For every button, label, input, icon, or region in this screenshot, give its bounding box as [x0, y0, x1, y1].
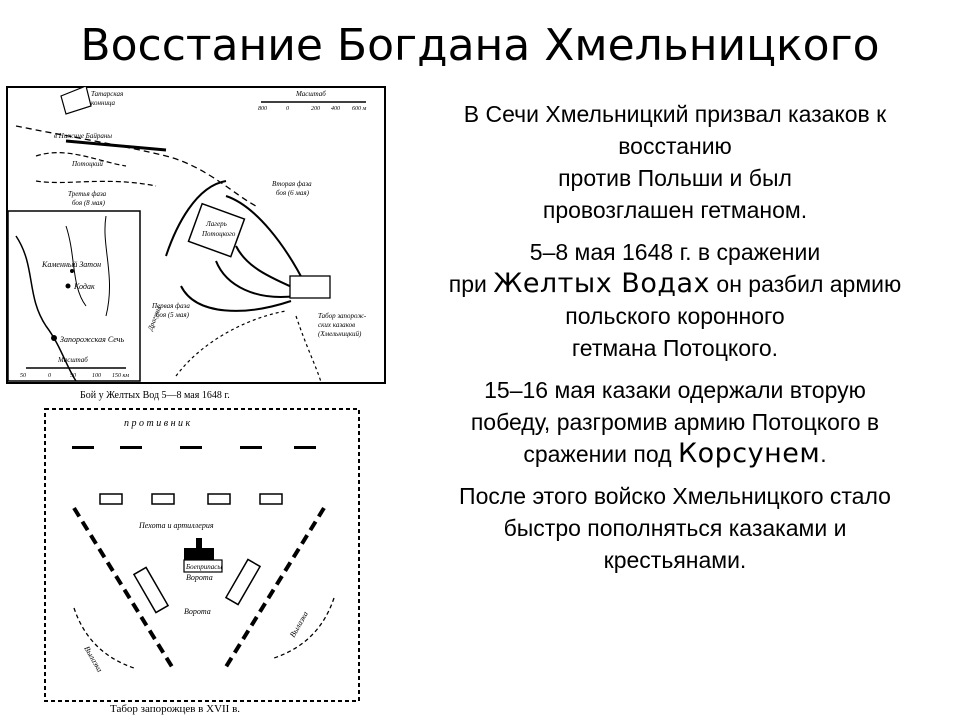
label-byrany: в Нижние Байраны: [54, 132, 112, 140]
battle-map-zhovti-vody: Каменный Затон Кодак Запорожская Сечь Ма…: [6, 86, 386, 384]
slide-title: Восстание Богдана Хмельницкого: [80, 20, 880, 71]
label-tabor2: ских казаков: [318, 321, 355, 329]
label-gate2: Ворота: [184, 607, 211, 616]
text-line: 15–16 мая казаки одержали вторую: [484, 377, 866, 403]
label-phase2: Вторая фаза: [272, 180, 312, 188]
label-phase1b: боя (5 мая): [156, 311, 190, 319]
label-pototsky: Потоцкий: [71, 160, 103, 168]
scale2-tick: 150 км: [112, 373, 129, 379]
label-kodak: Кодак: [73, 282, 95, 291]
slide-body: В Сечи Хмельницкий призвал казаков к вос…: [396, 98, 954, 586]
scale-tick: 200: [311, 106, 320, 112]
map1-caption: Бой у Желтых Вод 5—8 мая 1648 г.: [80, 390, 230, 401]
label-tabor3: (Хмельницкий): [318, 330, 362, 338]
text-line: польского коронного: [565, 303, 785, 329]
place-name-zhovti-vody: Желтых Водах: [493, 268, 711, 299]
label-camp: Лагерь: [205, 220, 227, 228]
place-name-korsun: Корсунем: [677, 438, 821, 469]
label-infantry: Пехота и артиллерия: [138, 521, 214, 530]
label-tabor: Табор запорож-: [318, 312, 367, 320]
text-line: В Сечи Хмельницкий призвал казаков к: [463, 101, 887, 127]
scale-tick: 0: [286, 106, 289, 112]
paragraph-3: 15–16 мая казаки одержали вторую победу,…: [396, 374, 954, 470]
text-line: восстанию: [618, 133, 732, 159]
label-phase2b: боя (6 мая): [276, 189, 310, 197]
text-line: при Желтых Водах он разбил армию: [396, 268, 954, 300]
scale2-tick: 100: [92, 373, 101, 379]
scale2-tick: 50: [70, 373, 76, 379]
text-line: гетмана Потоцкого.: [571, 335, 779, 361]
text-segment: при: [448, 271, 494, 297]
label-kamenny: Каменный Затон: [41, 260, 101, 269]
scale-tick: 400: [331, 105, 340, 112]
label-enemy: п р о т и в н и к: [124, 418, 191, 429]
tabor-diagram: п р о т и в н и к Пехота и артиллерия Бо…: [44, 408, 360, 702]
paragraph-1: В Сечи Хмельницкий призвал казаков к вос…: [396, 98, 954, 226]
label-phase3: Третья фаза: [68, 190, 107, 198]
map2-caption: Табор запорожцев в XVII в.: [110, 703, 241, 715]
label-sech: Запорожская Сечь: [60, 335, 124, 344]
label-tatar: Татарская: [91, 90, 123, 98]
scale-title: Масштаб: [295, 90, 326, 98]
paragraph-4: После этого войско Хмельницкого стало бы…: [396, 480, 954, 576]
label-gate1: Ворота: [186, 573, 213, 582]
text-line: победу, разгромив армию Потоцкого в: [470, 409, 880, 435]
label-phase3b: боя (8 мая): [72, 199, 106, 207]
text-line: провозглашен гетманом.: [542, 197, 808, 223]
scale-tick: 600 м: [352, 106, 367, 112]
text-line: против Польши и был: [558, 165, 792, 191]
text-segment: он разбил армию: [710, 271, 902, 297]
text-segment: .: [820, 441, 827, 467]
label-supplies: Боеприпасы: [185, 563, 222, 571]
scale2-tick: 0: [48, 373, 51, 379]
label-tatar2: конница: [91, 99, 116, 107]
scale2-title: Масштаб: [57, 356, 88, 364]
text-line: быстро пополняться казаками и: [503, 515, 847, 541]
text-line: сражении под Корсунем.: [396, 438, 954, 470]
scale-tick: 800: [258, 106, 267, 112]
text-segment: сражении под: [523, 441, 678, 467]
label-phase1: Первая фаза: [151, 302, 190, 310]
label-camp2: Потоцкого: [201, 230, 236, 238]
text-line: После этого войско Хмельницкого стало: [459, 483, 891, 509]
text-line: крестьянами.: [603, 547, 747, 573]
scale2-tick: 50: [20, 373, 26, 379]
text-line: 5–8 мая 1648 г. в сражении: [529, 239, 821, 265]
paragraph-2: 5–8 мая 1648 г. в сражении при Желтых Во…: [396, 236, 954, 364]
